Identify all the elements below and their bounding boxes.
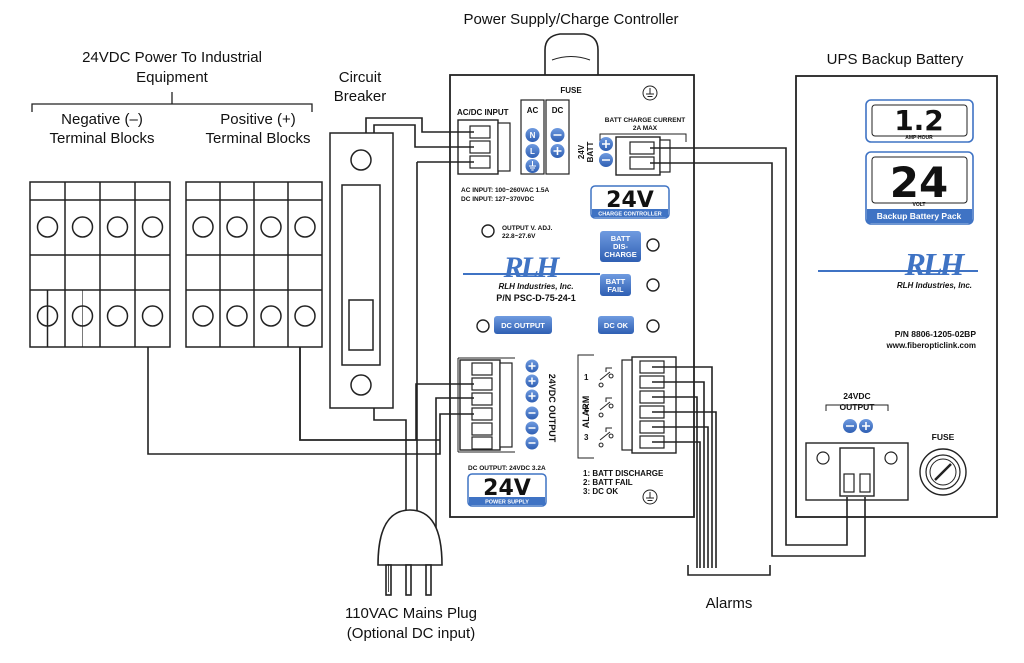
dc-output-vertical: 24VDC OUTPUT [547, 374, 557, 443]
batt-discharge-label [600, 231, 641, 262]
dc-output-text: DC OUTPUT [501, 321, 545, 330]
dc-output-label [494, 316, 552, 334]
negative-terminal-blocks [29, 181, 171, 348]
relay-contact-icon [598, 367, 614, 448]
ground-icon [642, 85, 658, 101]
positive-label-line2: Terminal Blocks [205, 130, 310, 147]
alarm-num-2: 2 [584, 404, 589, 413]
batt-charge-current-l1: BATT CHARGE CURRENT [605, 117, 685, 124]
positive-label-line1: Positive (+) [220, 111, 295, 128]
batt-fail-l1: BATT [606, 277, 626, 286]
equipment-label-line1: 24VDC Power To Industrial [82, 49, 262, 66]
svg-text:RLH: RLH [503, 251, 561, 284]
plug-label-line2: (Optional DC input) [347, 625, 475, 642]
alarm-num-3: 3 [584, 433, 589, 442]
volt-unit: VOLT [913, 202, 926, 208]
output-adj-pot [481, 224, 495, 238]
dc-output-led [476, 319, 490, 333]
wiring [147, 117, 866, 576]
negative-label-line2: Terminal Blocks [49, 130, 154, 147]
psc-company: RLH Industries, Inc. [498, 282, 573, 291]
volt-value: 24 [890, 158, 948, 207]
ac-label: AC [527, 106, 539, 115]
amp-hour-unit: AMP-HOUR [905, 135, 933, 141]
plug-label-line1: 110VAC Mains Plug [345, 605, 477, 622]
alarm-vertical: ALARM [581, 396, 591, 429]
backup-pack-label: Backup Battery Pack [877, 211, 962, 221]
equipment-label-line2: Equipment [136, 69, 209, 86]
alarms-label: Alarms [706, 595, 753, 612]
positive-terminal-blocks [185, 181, 323, 348]
negative-label-line1: Negative (–) [61, 111, 143, 128]
power-supply-badge-main: 24V [483, 476, 531, 501]
rlh-logo: RLH [818, 246, 978, 282]
output-adj-l2: 22.8~27.6V [502, 233, 536, 240]
acdc-input-label: AC/DC INPUT [457, 108, 509, 117]
output-adj-l1: OUTPUT V. ADJ. [502, 225, 553, 232]
ups-fuse-label: FUSE [932, 432, 955, 442]
rlh-logo: RLH [463, 251, 600, 284]
ups-output-l2: OUTPUT [840, 402, 876, 412]
ups-company: RLH Industries, Inc. [897, 281, 972, 290]
charge-controller-badge-sub: CHARGE CONTROLLER [598, 212, 662, 218]
power-supply-badge-sub: POWER SUPPLY [485, 500, 529, 506]
breaker-label-line2: Breaker [334, 88, 387, 105]
batt-fail-l2: FAIL [607, 285, 624, 294]
batt-discharge-led [646, 238, 660, 252]
dc-ok-text: DC OK [604, 321, 629, 330]
batt-vertical: BATT [586, 142, 595, 163]
equipment-bracket [31, 92, 313, 112]
psc-part-number: P/N PSC-D-75-24-1 [496, 293, 576, 303]
ups-url: www.fiberopticlink.com [886, 341, 977, 350]
dc-label: DC [552, 106, 564, 115]
psc-unit: FUSE AC/DC INPUT AC DC N L AC INPUT: 100… [449, 33, 695, 518]
batt-fail-label [600, 274, 631, 296]
psc-fuse-label: FUSE [560, 86, 582, 95]
neutral-label: N [530, 131, 536, 140]
dc-ok-label [598, 316, 634, 334]
batt-charge-current-l2: 2A MAX [633, 125, 658, 132]
psc-fuse-cap [544, 33, 599, 75]
dc-output-spec: DC OUTPUT: 24VDC 3.2A [468, 465, 546, 472]
dc-ok-led [646, 319, 660, 333]
circuit-breaker [329, 132, 394, 409]
batt-discharge-l2: DIS- [613, 242, 629, 251]
ups-battery: 1.2 AMP-HOUR 24 VOLT Backup Battery Pack… [795, 75, 998, 518]
alarm-legend-3: 3: DC OK [583, 487, 618, 496]
dc-input-spec: DC INPUT: 127~370VDC [461, 196, 534, 203]
ups-part-number: P/N 8806-1205-02BP [895, 329, 977, 339]
ac-input-spec: AC INPUT: 100~260VAC 1.5A [461, 187, 550, 194]
batt-discharge-l3: CHARGE [604, 250, 637, 259]
ups-title: UPS Backup Battery [827, 51, 964, 68]
alarm-legend-2: 2: BATT FAIL [583, 478, 633, 487]
batt-fail-led [646, 278, 660, 292]
ground-icon [642, 489, 658, 505]
svg-text:RLH: RLH [904, 246, 966, 282]
alarm-num-1: 1 [584, 373, 589, 382]
amp-hour-value: 1.2 [894, 104, 944, 137]
fuse-holder-icon [919, 448, 967, 496]
batt-discharge-l1: BATT [611, 234, 631, 243]
breaker-label-line1: Circuit [339, 69, 382, 86]
alarm-legend-1: 1: BATT DISCHARGE [583, 469, 664, 478]
mains-plug [377, 509, 443, 596]
batt-24v-vertical: 24V [577, 144, 586, 159]
line-label: L [530, 147, 535, 156]
ups-output-l1: 24VDC [843, 391, 870, 401]
psc-title: Power Supply/Charge Controller [463, 11, 678, 28]
charge-controller-badge-main: 24V [606, 188, 654, 213]
